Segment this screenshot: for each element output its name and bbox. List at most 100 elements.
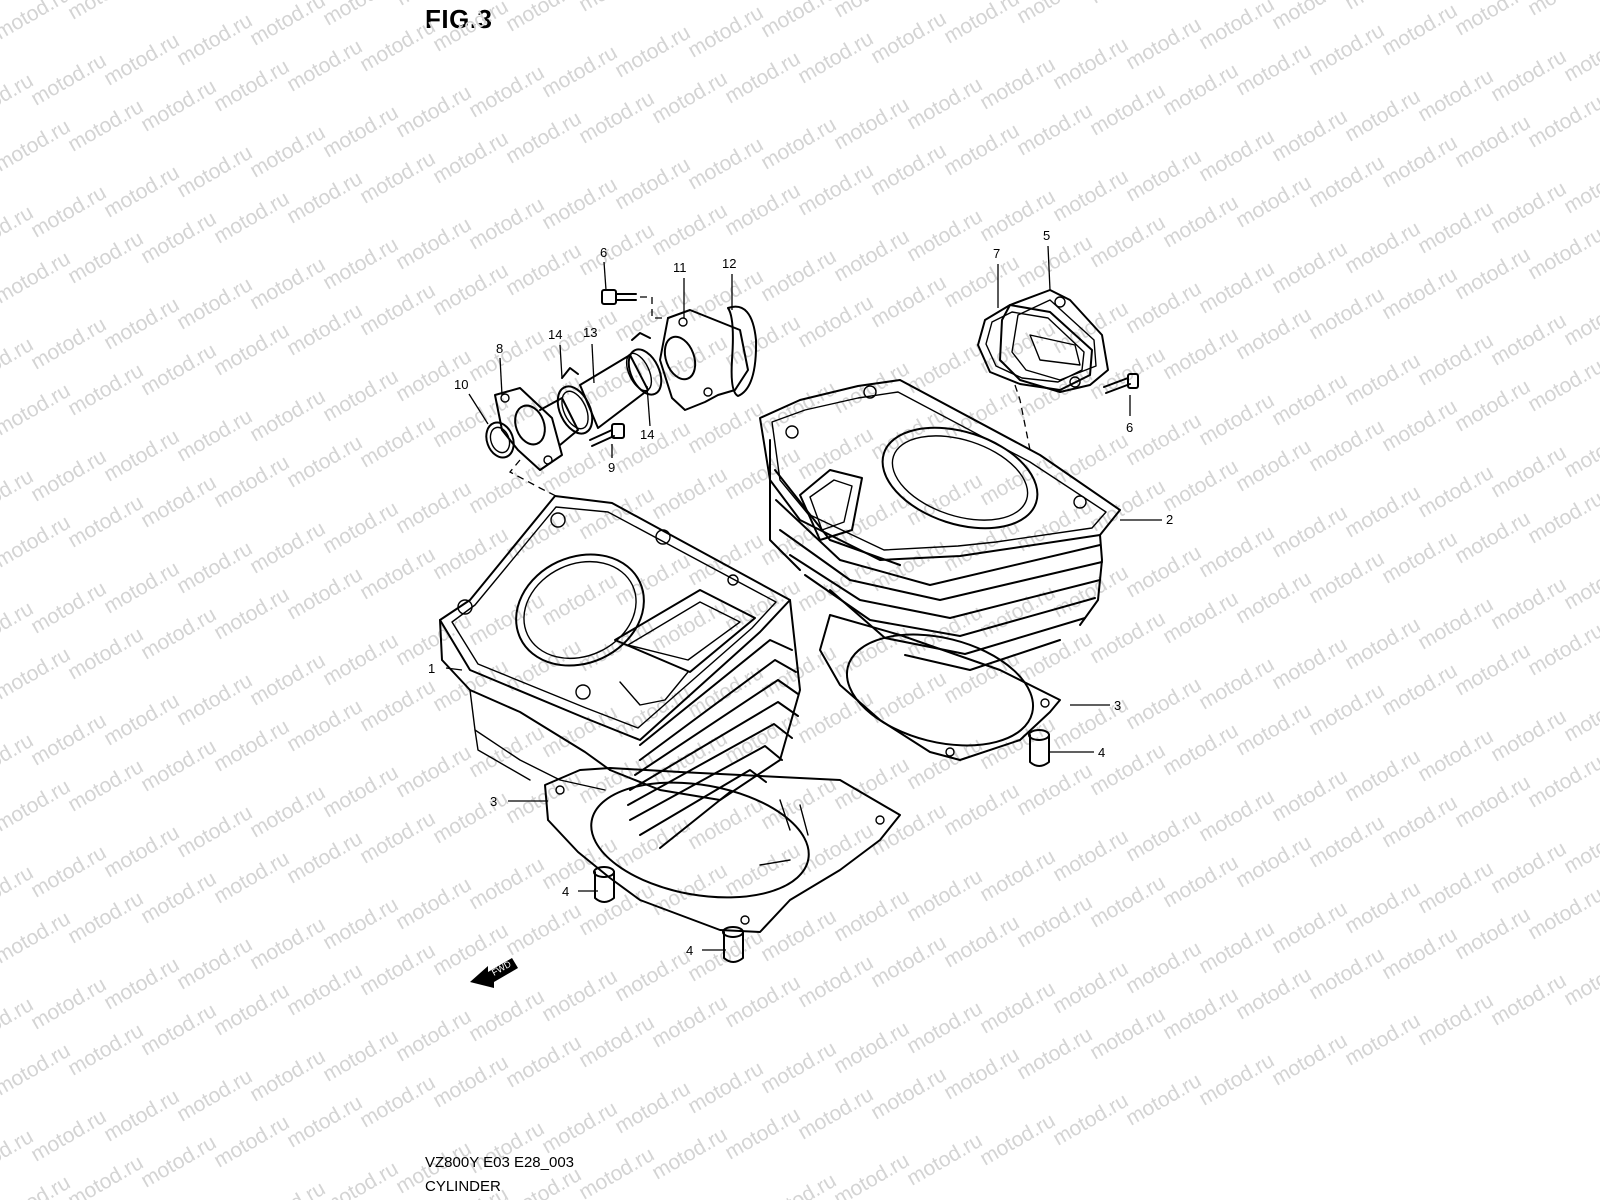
watermark-text: motod.ru — [1195, 653, 1278, 714]
watermark-text: motod.ru — [648, 463, 731, 524]
watermark-text: motod.ru — [867, 403, 950, 464]
watermark-text: motod.ru — [1195, 785, 1278, 846]
watermark-text: motod.ru — [1086, 79, 1169, 140]
watermark-text: motod.ru — [246, 0, 329, 50]
watermark-text: motod.ru — [246, 1045, 329, 1106]
watermark-text: motod.ru — [27, 841, 110, 902]
watermark-text: motod.ru — [319, 0, 402, 30]
watermark-text: motod.ru — [1268, 501, 1351, 562]
watermark-text: motod.ru — [429, 787, 512, 848]
watermark-text: motod.ru — [721, 1103, 804, 1164]
watermark-text: motod.ru — [1341, 1009, 1424, 1070]
watermark-text: motod.ru — [0, 1171, 74, 1200]
watermark-text: motod.ru — [903, 865, 986, 926]
watermark-text: motod.ru — [173, 1065, 256, 1126]
watermark-text: motod.ru — [794, 951, 877, 1012]
watermark-text: motod.ru — [1560, 949, 1600, 1010]
watermark-text: motod.ru — [1341, 217, 1424, 278]
watermark-text: motod.ru — [1560, 421, 1600, 482]
watermark-text: motod.ru — [173, 273, 256, 334]
watermark-text: motod.ru — [867, 799, 950, 860]
watermark-text: motod.ru — [903, 73, 986, 134]
watermark-text: motod.ru — [684, 265, 767, 326]
watermark-text: motod.ru — [0, 907, 74, 968]
watermark-text: motod.ru — [1414, 329, 1497, 390]
watermark-text: motod.ru — [1013, 759, 1096, 820]
watermark-text: motod.ru — [1414, 725, 1497, 786]
watermark-text: motod.ru — [27, 1105, 110, 1166]
watermark-text: motod.ru — [246, 517, 329, 578]
watermark-text: motod.ru — [1451, 375, 1534, 436]
watermark-text: motod.ru — [1414, 461, 1497, 522]
watermark-text: motod.ru — [1560, 157, 1600, 218]
watermark-text: motod.ru — [684, 661, 767, 722]
watermark-text: motod.ru — [940, 911, 1023, 972]
watermark-text: motod.ru — [1195, 389, 1278, 450]
watermark-text: motod.ru — [611, 813, 694, 874]
watermark-text: motod.ru — [1560, 289, 1600, 350]
watermark-text: motod.ru — [1232, 567, 1315, 628]
watermark-text: motod.ru — [940, 119, 1023, 180]
watermark-text: motod.ru — [940, 0, 1023, 48]
watermark-text: motod.ru — [137, 603, 220, 664]
watermark-text: motod.ru — [1195, 521, 1278, 582]
part-6-bolt-left — [601, 289, 637, 305]
watermark-text: motod.ru — [575, 1143, 658, 1200]
watermark-text: motod.ru — [210, 451, 293, 512]
watermark-text: motod.ru — [1560, 25, 1600, 86]
watermark-text: motod.ru — [356, 807, 439, 868]
watermark-text: motod.ru — [1232, 831, 1315, 892]
watermark-text: motod.ru — [830, 621, 913, 682]
watermark-text: motod.ru — [684, 133, 767, 194]
watermark-text: motod.ru — [0, 643, 74, 704]
watermark-text: motod.ru — [611, 945, 694, 1006]
watermark-text: motod.ru — [429, 1051, 512, 1112]
watermark-text: motod.ru — [1049, 429, 1132, 490]
watermark-text: motod.ru — [502, 503, 585, 564]
watermark-text: motod.ru — [721, 47, 804, 108]
watermark-text: motod.ru — [319, 233, 402, 294]
watermark-text: motod.ru — [392, 81, 475, 142]
watermark-text: motod.ru — [1341, 85, 1424, 146]
watermark-text: motod.ru — [137, 471, 220, 532]
callout-3-rear: 3 — [1114, 698, 1121, 713]
watermark-text: motod.ru — [392, 477, 475, 538]
watermark-text: motod.ru — [1232, 171, 1315, 232]
watermark-text: motod.ru — [502, 0, 585, 36]
watermark-text: motod.ru — [283, 695, 366, 756]
watermark-text: motod.ru — [1122, 673, 1205, 734]
watermark-text: motod.ru — [392, 1005, 475, 1066]
watermark-text: motod.ru — [1378, 131, 1461, 192]
watermark-text: motod.ru — [538, 965, 621, 1026]
watermark-text: motod.ru — [903, 1129, 986, 1190]
watermark-text: motod.ru — [429, 655, 512, 716]
watermark-text: motod.ru — [100, 821, 183, 882]
watermark-text: motod.ru — [137, 735, 220, 796]
watermark-text: motod.ru — [100, 689, 183, 750]
watermark-text: motod.ru — [721, 971, 804, 1032]
watermark-text: motod.ru — [1159, 719, 1242, 780]
watermark-text: motod.ru — [173, 405, 256, 466]
watermark-text: motod.ru — [794, 555, 877, 616]
watermark-text: motod.ru — [319, 893, 402, 954]
watermark-text: motod.ru — [1451, 243, 1534, 304]
watermark-text: motod.ru — [210, 1111, 293, 1172]
assembly-line-flange — [1014, 384, 1031, 451]
watermark-text: motod.ru — [684, 1, 767, 62]
watermark-text: motod.ru — [1049, 165, 1132, 226]
figure-code: VZ800Y E03 E28_003 — [425, 1154, 575, 1171]
watermark-text: motod.ru — [867, 139, 950, 200]
watermark-text: motod.ru — [1268, 765, 1351, 826]
part-3-base-gasket-rear — [819, 614, 1061, 761]
watermark-text: motod.ru — [1013, 231, 1096, 292]
watermark-text: motod.ru — [1086, 211, 1169, 272]
watermark-text: motod.ru — [283, 1091, 366, 1152]
watermark-text: motod.ru — [465, 985, 548, 1046]
watermark-text: motod.ru — [830, 1149, 913, 1200]
watermark-text: motod.ru — [356, 147, 439, 208]
watermark-text: motod.ru — [940, 383, 1023, 444]
watermark-text: motod.ru — [976, 845, 1059, 906]
watermark-text: motod.ru — [27, 445, 110, 506]
